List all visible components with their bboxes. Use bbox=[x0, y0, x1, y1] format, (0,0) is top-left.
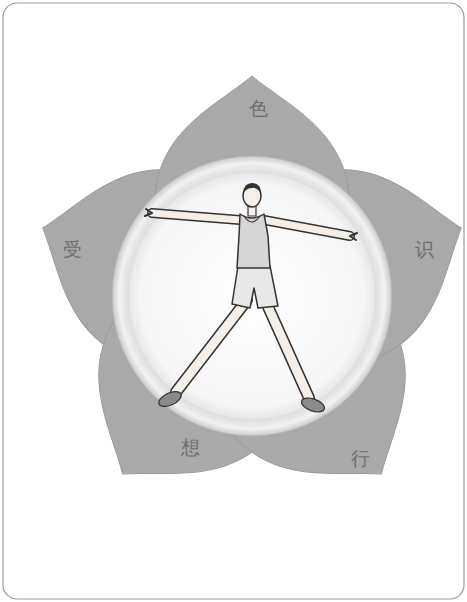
petal-label: 想 bbox=[181, 436, 200, 459]
petal-label: 受 bbox=[63, 238, 82, 261]
star-pose-man bbox=[145, 183, 357, 415]
center-disc bbox=[112, 156, 392, 436]
petal-label: 色 bbox=[249, 97, 268, 120]
lotus-petals bbox=[13, 76, 467, 531]
petal-label-box: 行 bbox=[347, 445, 374, 472]
petal-label: 行 bbox=[351, 447, 370, 470]
petal-label-box: 识 bbox=[411, 236, 438, 263]
petal-label: 识 bbox=[415, 238, 434, 261]
petal-label-box: 受 bbox=[59, 236, 86, 263]
petal-label-box: 色 bbox=[245, 95, 272, 122]
inner-ring bbox=[128, 172, 376, 420]
petal-label-box: 想 bbox=[177, 434, 204, 461]
